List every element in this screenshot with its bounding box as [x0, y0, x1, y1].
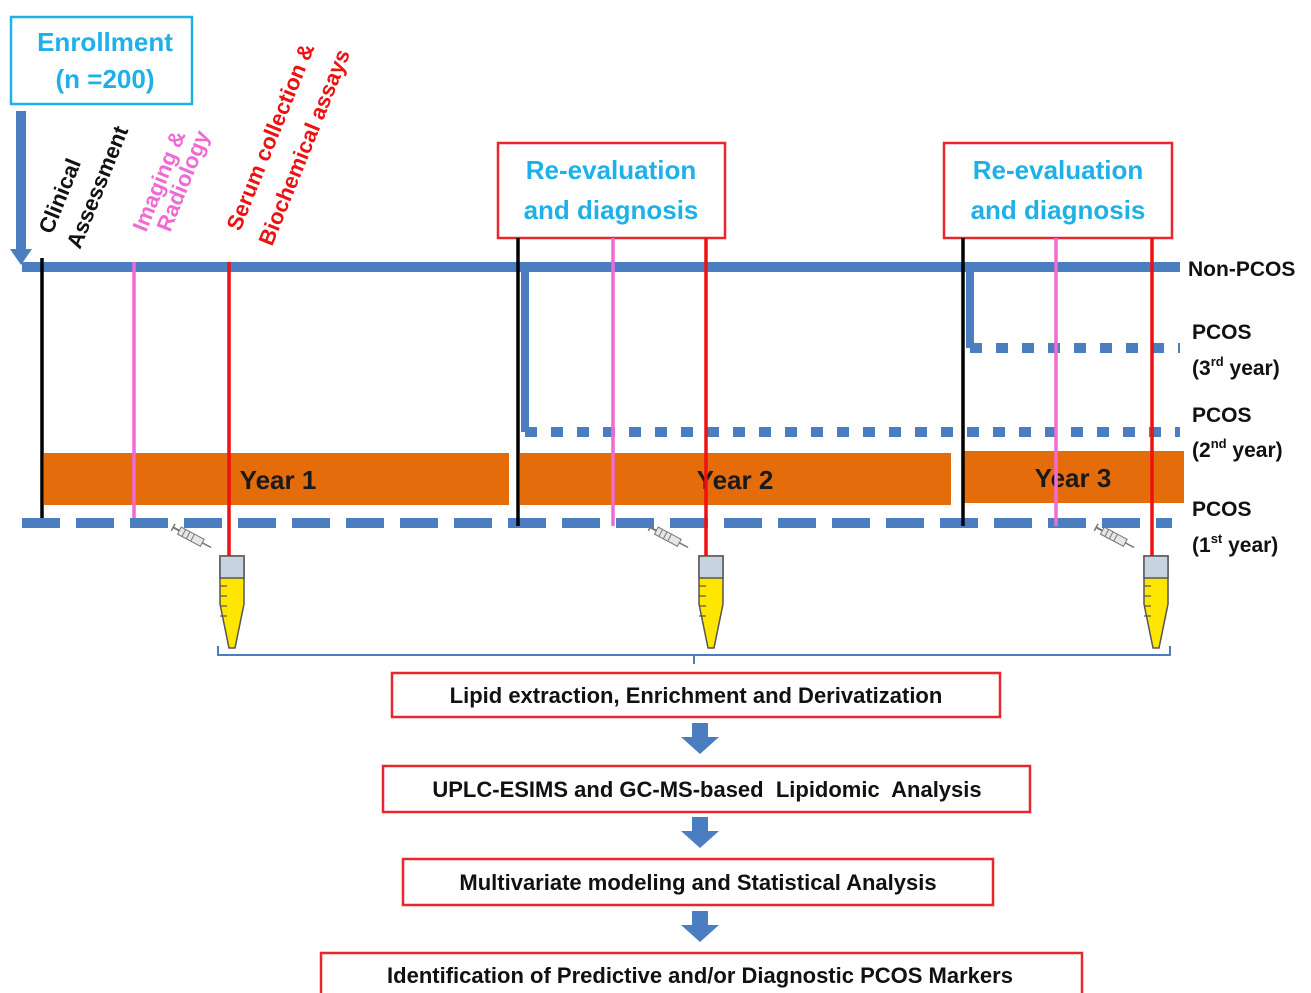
sample-tube-icon: [219, 555, 245, 649]
reevaluation-box-year2: Re-evaluation and diagnosis: [496, 141, 727, 240]
enrollment-box: [9, 15, 194, 106]
reevaluation-box-year3: Re-evaluation and diagnosis: [942, 141, 1174, 240]
pcos-3rd-year-branch: [966, 267, 1180, 353]
sample-pooling-bracket: [217, 646, 1171, 664]
enrollment-arrow: [10, 111, 32, 265]
reevaluation-line2: and diagnosis: [524, 195, 699, 225]
sample-tube-icon: [1143, 555, 1169, 649]
year-bar-1: Year 1: [44, 453, 509, 505]
down-arrow-icon: [681, 817, 719, 848]
pcos-1st-year-sublabel: (1st year): [1192, 531, 1278, 557]
pcos-2nd-year-branch: [521, 267, 1180, 437]
non-pcos-label: Non-PCOS: [1188, 258, 1295, 281]
year-bar-3: Year 3: [962, 451, 1184, 503]
workflow-step-label: Identification of Predictive and/or Diag…: [387, 963, 1013, 988]
year-label: Year 3: [1035, 463, 1112, 493]
year-label: Year 2: [697, 465, 774, 495]
pcos-3rd-year-label: PCOS: [1192, 321, 1252, 344]
down-arrow-icon: [681, 723, 719, 754]
workflow-step-lipid-extraction: Lipid extraction, Enrichment and Derivat…: [390, 671, 1002, 719]
year-label: Year 1: [240, 465, 317, 495]
workflow-step-label: Multivariate modeling and Statistical An…: [459, 870, 936, 895]
pcos-2nd-year-label: PCOS: [1192, 404, 1252, 427]
workflow-step-label: Lipid extraction, Enrichment and Derivat…: [450, 683, 943, 708]
workflow-step-lipidomic-analysis: UPLC-ESIMS and GC-MS-based Lipidomic Ana…: [381, 764, 1032, 814]
workflow-step-label: UPLC-ESIMS and GC-MS-based Lipidomic Ana…: [432, 777, 981, 802]
reevaluation-line1: Re-evaluation: [973, 155, 1144, 185]
down-arrow-icon: [681, 911, 719, 942]
pcos-3rd-year-sublabel: (3rd year): [1192, 354, 1280, 380]
reevaluation-line2: and diagnosis: [971, 195, 1146, 225]
sample-tube-icon: [698, 555, 724, 649]
workflow-step-statistical-analysis: Multivariate modeling and Statistical An…: [401, 857, 995, 907]
reevaluation-line1: Re-evaluation: [526, 155, 697, 185]
pcos-2nd-year-sublabel: (2nd year): [1192, 436, 1283, 462]
enrollment-title: Enrollment: [37, 27, 173, 57]
workflow-step-marker-identification: Identification of Predictive and/or Diag…: [319, 951, 1084, 993]
enrollment-count: (n =200): [56, 64, 155, 94]
pcos-1st-year-label: PCOS: [1192, 498, 1252, 521]
year-bar-2: Year 2: [520, 453, 951, 505]
